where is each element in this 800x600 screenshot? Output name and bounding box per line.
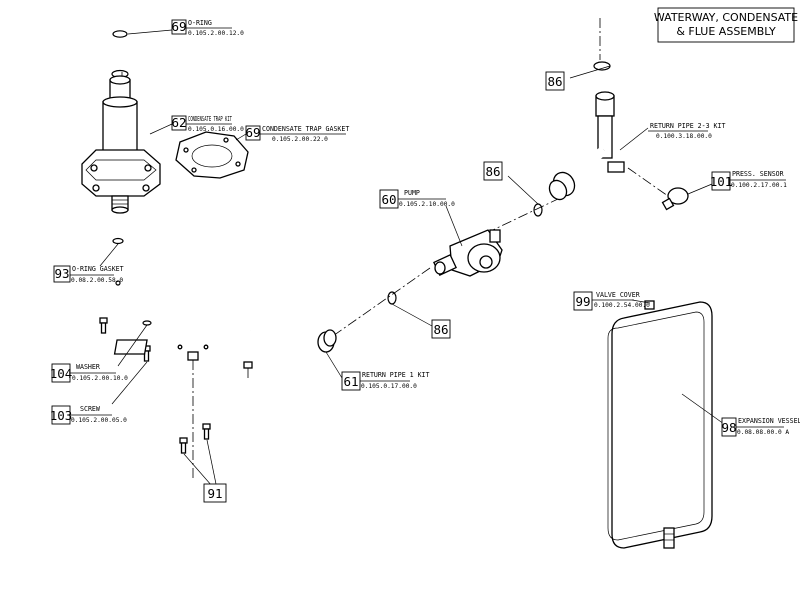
- callout-code: 0.105.0.17.00.0: [361, 383, 417, 390]
- callout-60-pump[interactable]: 60 PUMP 0.105.2.10.00.0: [379, 189, 455, 209]
- callout-61-return-pipe-1[interactable]: 61 RETURN PIPE 1 KIT 0.105.0.17.00.0: [341, 371, 430, 391]
- condensate-trap-part: [81, 69, 161, 214]
- o-ring-93-part: [112, 237, 124, 245]
- callout-code: 0.105.2.00.10.0: [72, 375, 128, 382]
- callout-name: PUMP: [404, 189, 420, 197]
- callout-86-top[interactable]: 86: [545, 71, 565, 91]
- callout-number: 69: [245, 125, 260, 140]
- callout-name: VALVE COVER: [596, 291, 640, 299]
- callout-69-o-ring[interactable]: 69 O-RING 0.105.2.00.12.0: [171, 19, 244, 37]
- callout-62-condensate-trap-kit[interactable]: 62 CONDENSATE TRAP KIT 0.105.0.16.00.0: [171, 115, 244, 133]
- o-ring-86-top-part: [593, 61, 611, 71]
- washer-part: [142, 320, 152, 326]
- callout-code: 0.105.2.10.00.0: [399, 201, 455, 208]
- callout-name: RETURN PIPE 2-3 KIT: [650, 122, 725, 130]
- callout-98-expansion-vessel[interactable]: 98 EXPANSION VESSEL 0.08.08.00.0 A: [721, 417, 800, 437]
- callout-number: 93: [54, 266, 69, 281]
- callout-name: WASHER: [76, 363, 100, 371]
- callout-number: 86: [485, 164, 500, 179]
- callout-86-mid[interactable]: 86: [483, 161, 503, 181]
- callout-101-press-sensor[interactable]: 101 PRESS. SENSOR 0.100.2.17.00.1: [710, 170, 787, 191]
- callout-number: 91: [207, 486, 222, 501]
- callout-number: 103: [50, 408, 73, 423]
- callout-code: 0.105.2.00.12.0: [188, 30, 244, 37]
- callout-code: 0.100.3.18.00.0: [656, 133, 712, 140]
- callout-name: PRESS. SENSOR: [732, 170, 784, 178]
- callout-69-trap-gasket[interactable]: 69 CONDENSATE TRAP GASKET 0.105.2.00.22.…: [245, 125, 349, 143]
- callout-99-valve-cover[interactable]: 99 VALVE COVER 0.100.2.54.00.0: [573, 291, 650, 311]
- return-pipe-1-part: [113, 289, 337, 369]
- callout-code: 0.08.2.00.58.0: [71, 277, 123, 284]
- callout-number: 69: [171, 19, 186, 34]
- screws-91-part: [179, 423, 211, 454]
- callout-name: SCREW: [80, 405, 100, 413]
- return-pipe-2-3-part: [548, 91, 625, 201]
- callout-code: 0.105.2.00.05.0: [71, 417, 127, 424]
- callout-code: 0.105.0.16.00.0: [188, 126, 244, 133]
- o-ring-86-lower-part: [387, 291, 397, 305]
- callout-number: 86: [547, 74, 562, 89]
- title-block: WATERWAY, CONDENSATE & FLUE ASSEMBLY: [654, 7, 798, 43]
- callout-91-screws[interactable]: 91: [203, 483, 227, 503]
- leader-lines: [99, 29, 725, 487]
- callout-number: 99: [575, 294, 590, 309]
- expansion-vessel-part: [607, 301, 713, 549]
- callout-88-return-pipe-2-3[interactable]: RETURN PIPE 2-3 KIT 0.100.3.18.00.0: [648, 122, 725, 140]
- o-ring-69-part: [112, 30, 128, 38]
- title-line-2: & FLUE ASSEMBLY: [676, 25, 776, 38]
- small-seal-part: [115, 280, 121, 286]
- pump-part: [433, 229, 503, 277]
- trap-gasket-part: [175, 131, 249, 179]
- callout-number: 104: [50, 366, 73, 381]
- callout-number: 60: [381, 192, 396, 207]
- callout-name: O-RING: [188, 19, 212, 27]
- callout-name: CONDENSATE TRAP KIT: [188, 115, 232, 123]
- title-line-1: WATERWAY, CONDENSATE: [654, 11, 798, 24]
- callout-code: 0.100.2.17.00.1: [731, 182, 787, 189]
- callout-code: 0.100.2.54.00.0: [594, 302, 650, 309]
- callout-number: 98: [721, 420, 736, 435]
- callout-code: 0.105.2.00.22.0: [272, 136, 328, 143]
- callout-name: RETURN PIPE 1 KIT: [362, 371, 430, 379]
- callout-code: 0.08.08.00.0 A: [737, 429, 789, 436]
- callout-number: 101: [710, 174, 733, 189]
- pressure-sensor-part: [661, 187, 689, 211]
- callout-name: CONDENSATE TRAP GASKET: [262, 125, 349, 133]
- callout-name: O-RING GASKET: [72, 265, 124, 273]
- callout-103-screw[interactable]: 103 SCREW 0.105.2.00.05.0: [50, 405, 127, 425]
- callout-number: 86: [433, 322, 448, 337]
- valve-cover-part: [644, 300, 655, 310]
- callout-number: 62: [171, 115, 186, 130]
- callout-86-lower[interactable]: 86: [431, 319, 451, 339]
- callout-93-o-ring-gasket[interactable]: 93 O-RING GASKET 0.08.2.00.58.0: [53, 265, 124, 284]
- center-lines: [121, 18, 669, 480]
- callout-name: EXPANSION VESSEL: [738, 417, 800, 425]
- callout-104-washer[interactable]: 104 WASHER 0.105.2.00.10.0: [50, 363, 128, 383]
- screw-104-part: [99, 317, 108, 334]
- callout-number: 61: [343, 374, 358, 389]
